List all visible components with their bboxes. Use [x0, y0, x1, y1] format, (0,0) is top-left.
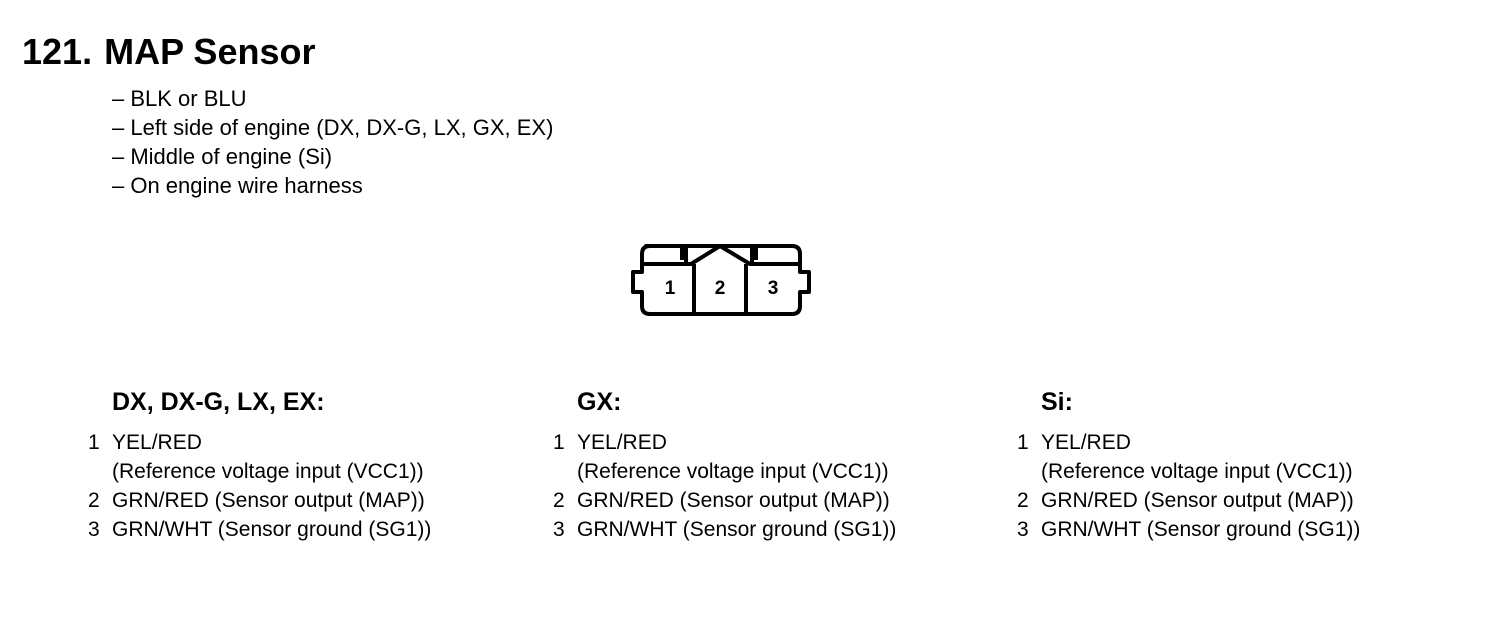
- pin-row: 2 GRN/RED (Sensor output (MAP)): [88, 486, 431, 515]
- connector-pin-1: 1: [665, 278, 676, 299]
- pin-list: 1 YEL/RED (Reference voltage input (VCC1…: [1017, 428, 1360, 544]
- pin-description: GRN/WHT (Sensor ground (SG1)): [577, 518, 897, 541]
- pin-number: 1: [553, 431, 565, 454]
- connector-cavity: [642, 244, 800, 266]
- connector-lock-right: [750, 246, 758, 262]
- connector-body: [631, 244, 811, 316]
- connector-pin-3: 3: [768, 278, 779, 299]
- variant-title: Si:: [1041, 388, 1073, 416]
- page-title: 121. MAP Sensor: [22, 30, 315, 74]
- note-location-middle: – Middle of engine (Si): [112, 144, 333, 169]
- pin-number: 3: [1017, 518, 1029, 541]
- pin-description: GRN/RED (Sensor output (MAP)): [1041, 489, 1354, 512]
- pin-description: YEL/RED (Reference voltage input (VCC1)): [1041, 428, 1353, 486]
- pin-row: 1 YEL/RED (Reference voltage input (VCC1…: [1017, 428, 1360, 486]
- pin-list: 1 YEL/RED (Reference voltage input (VCC1…: [553, 428, 896, 544]
- pin-row: 1 YEL/RED (Reference voltage input (VCC1…: [88, 428, 431, 486]
- pin-number: 1: [88, 431, 100, 454]
- pin-description: YEL/RED (Reference voltage input (VCC1)): [577, 428, 889, 486]
- connector-lock-left: [680, 246, 688, 262]
- pin-row: 2 GRN/RED (Sensor output (MAP)): [1017, 486, 1360, 515]
- connector-pin-2: 2: [715, 278, 726, 299]
- wire-color: YEL/RED: [577, 431, 667, 454]
- pin-number: 3: [553, 518, 565, 541]
- pin-number: 2: [88, 489, 100, 512]
- note-location-left: – Left side of engine (DX, DX-G, LX, GX,…: [112, 115, 554, 140]
- connector-diagram: 1 2 3: [631, 244, 811, 316]
- pin-list: 1 YEL/RED (Reference voltage input (VCC1…: [88, 428, 431, 544]
- pin-row: 3 GRN/WHT (Sensor ground (SG1)): [1017, 515, 1360, 544]
- note-harness: – On engine wire harness: [112, 173, 363, 198]
- pin-number: 1: [1017, 431, 1029, 454]
- pin-function: (Reference voltage input (VCC1)): [1041, 460, 1353, 483]
- pin-row: 3 GRN/WHT (Sensor ground (SG1)): [88, 515, 431, 544]
- location-notes: – BLK or BLU – Left side of engine (DX, …: [112, 84, 553, 200]
- pin-description: GRN/WHT (Sensor ground (SG1)): [112, 518, 432, 541]
- note-color: – BLK or BLU: [112, 86, 247, 111]
- variant-title: GX:: [577, 388, 622, 416]
- pin-row: 2 GRN/RED (Sensor output (MAP)): [553, 486, 896, 515]
- pin-description: YEL/RED (Reference voltage input (VCC1)): [112, 428, 424, 486]
- pin-number: 3: [88, 518, 100, 541]
- pin-row: 3 GRN/WHT (Sensor ground (SG1)): [553, 515, 896, 544]
- pin-function: (Reference voltage input (VCC1)): [112, 460, 424, 483]
- pin-number: 2: [553, 489, 565, 512]
- pin-description: GRN/RED (Sensor output (MAP)): [112, 489, 425, 512]
- pin-description: GRN/WHT (Sensor ground (SG1)): [1041, 518, 1361, 541]
- pin-number: 2: [1017, 489, 1029, 512]
- variant-title: DX, DX-G, LX, EX:: [112, 388, 325, 416]
- wire-color: YEL/RED: [112, 431, 202, 454]
- pin-description: GRN/RED (Sensor output (MAP)): [577, 489, 890, 512]
- pin-row: 1 YEL/RED (Reference voltage input (VCC1…: [553, 428, 896, 486]
- section-title: MAP Sensor: [104, 31, 316, 72]
- section-number: 121.: [22, 31, 93, 72]
- wire-color: YEL/RED: [1041, 431, 1131, 454]
- pin-function: (Reference voltage input (VCC1)): [577, 460, 889, 483]
